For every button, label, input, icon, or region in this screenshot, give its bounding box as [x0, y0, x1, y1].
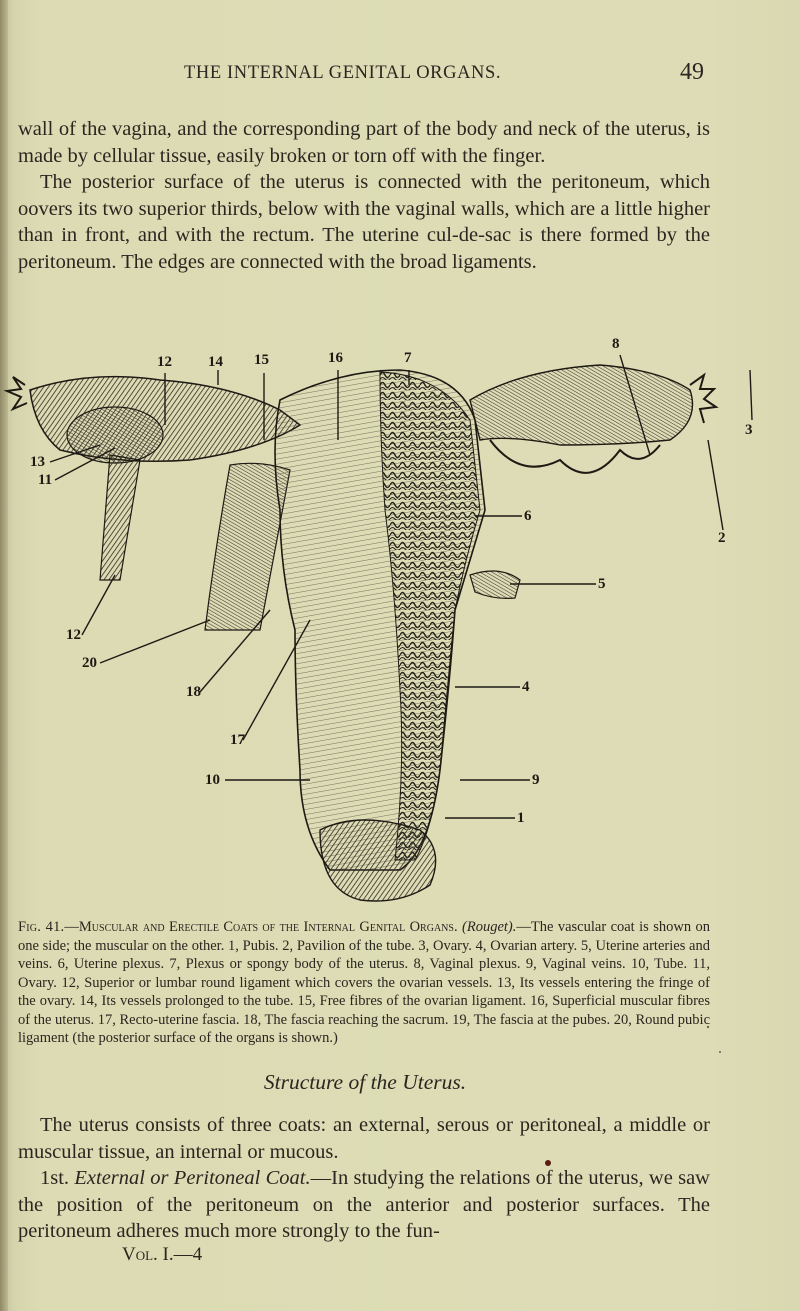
running-title: THE INTERNAL GENITAL ORGANS.: [184, 63, 502, 83]
figure-caption: Fig. 41.—Muscular and Erectile Coats of …: [18, 918, 710, 1048]
paragraph: The uterus consists of three coats: an e…: [18, 1114, 710, 1163]
figure-label: 10: [205, 772, 220, 788]
section-title: Structure of the Uterus.: [263, 1070, 467, 1094]
page-binding-edge: [0, 0, 8, 1311]
figure-label: 6: [524, 508, 532, 524]
anatomical-figure: 12 14 15 16 7 8 13 11 12 20 18 17 3 6 2 …: [0, 330, 800, 910]
body-text-bottom: The uterus consists of three coats: an e…: [18, 1112, 710, 1245]
figure-label: 16: [328, 350, 343, 366]
body-text-top: wall of the vagina, and the correspondin…: [18, 116, 710, 275]
paragraph: The posterior surface of the uterus is c…: [18, 171, 710, 273]
figure-label: 18: [186, 684, 201, 700]
figure-label: 17: [230, 732, 245, 748]
figure-label: 20: [82, 655, 97, 671]
paragraph-rest: —In studying the relations of the uterus…: [18, 1167, 710, 1242]
figure-label: 4: [522, 679, 530, 695]
figure-label: 13: [30, 454, 45, 470]
caption-text: —The vascular coat is shown on one side;…: [18, 919, 711, 1046]
figure-label: 3: [745, 422, 753, 438]
caption-fig-number: Fig. 41.: [18, 919, 65, 935]
caption-source: (Rouget).: [462, 919, 517, 935]
figure-label: 12: [66, 627, 81, 643]
figure-label: 1: [517, 810, 525, 826]
paragraph: 1st. External or Peritoneal Coat.—In stu…: [18, 1165, 710, 1245]
figure-label: 7: [404, 350, 412, 366]
figure-label: 9: [532, 772, 540, 788]
figure-label: 5: [598, 576, 606, 592]
uterus-illustration: [3, 354, 753, 902]
section-heading: Structure of the Uterus.: [0, 1070, 800, 1095]
figure-label: 2: [718, 530, 726, 546]
figure-label: 11: [38, 472, 53, 488]
caption-title: —Muscular and Erectile Coats of the Inte…: [64, 919, 458, 935]
page-number: 49: [680, 59, 704, 85]
figure-label: 15: [254, 352, 269, 368]
paragraph-lead: 1st.: [40, 1167, 70, 1189]
running-header: THE INTERNAL GENITAL ORGANS. 49: [0, 59, 800, 93]
paragraph-italic-heading: External or Peritoneal Coat.: [74, 1167, 311, 1189]
paragraph: wall of the vagina, and the correspondin…: [18, 118, 710, 167]
figure-label: 12: [157, 354, 172, 370]
volume-signature: Vol. I.—4: [122, 1244, 203, 1265]
figure-label: 14: [208, 354, 223, 370]
figure-label: 8: [612, 336, 620, 352]
